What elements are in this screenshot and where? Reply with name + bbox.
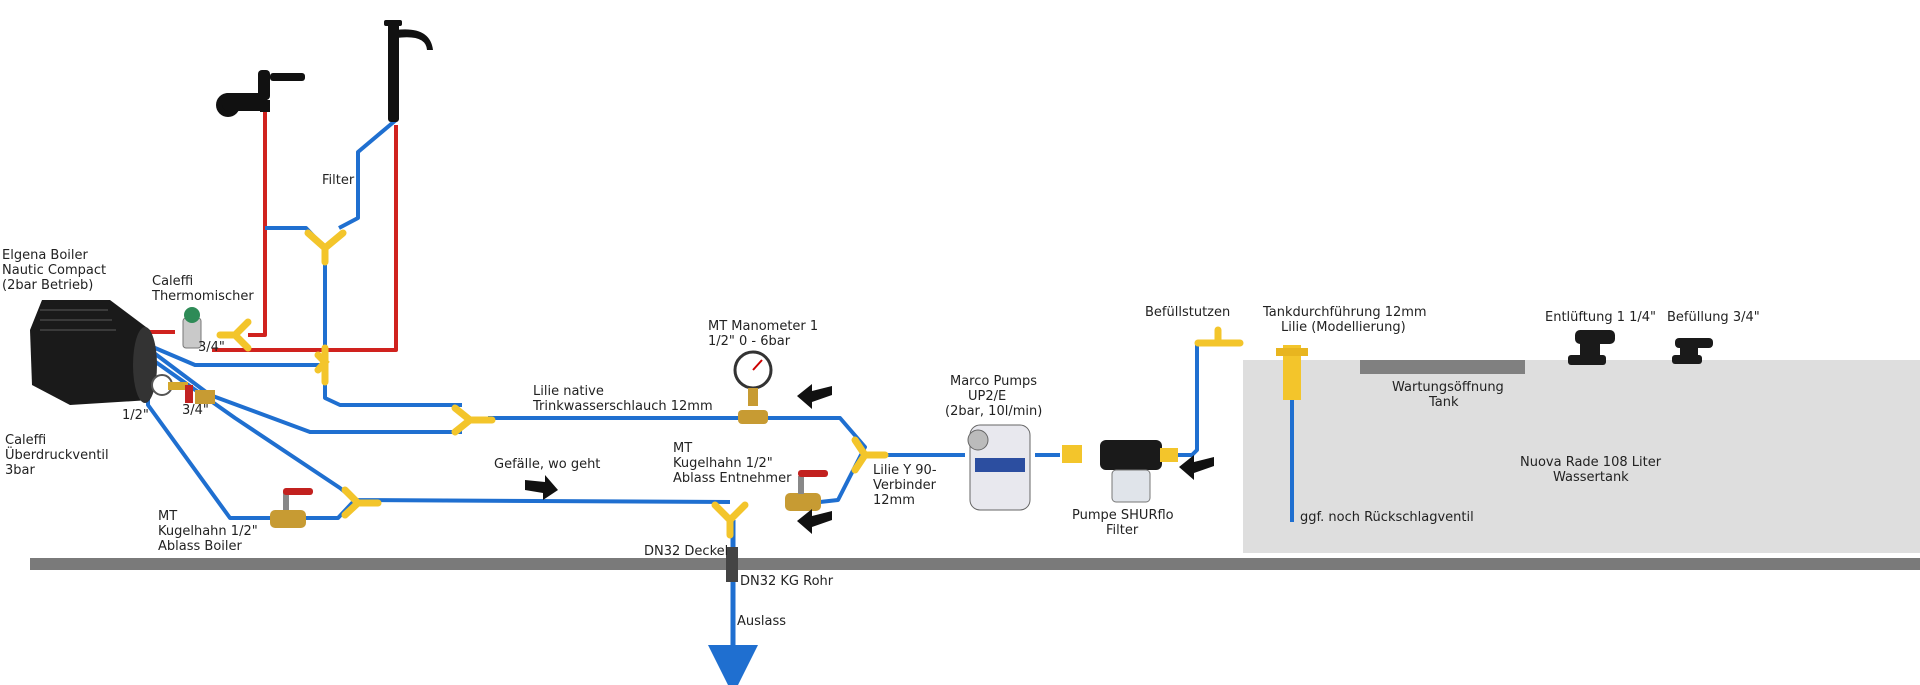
shurflo-filter-icon: [1062, 440, 1178, 503]
fill-label: Befüllung 3/4": [1667, 310, 1760, 325]
flow-arrow-icon: [797, 509, 832, 534]
y-fitting-mid: [341, 486, 382, 519]
shurflo-label: Filter: [1106, 523, 1139, 538]
tank-pass-through-label: Lilie (Modellierung): [1281, 320, 1406, 335]
dn32-pipe-label: DN32 KG Rohr: [740, 574, 834, 589]
relief-valve-label: 3bar: [5, 463, 35, 478]
cold-pipe-riser: [323, 245, 462, 407]
tank-label: Wassertank: [1553, 470, 1629, 485]
maintenance-hatch-label: Wartungsöffnung: [1392, 380, 1504, 395]
relief-valve-icon: [151, 374, 193, 403]
hose-label: Lilie native: [533, 384, 604, 399]
tank-pass-through-label: Tankdurchführung 12mm: [1262, 305, 1427, 320]
ball-valve-tap-label: Kugelhahn 1/2": [673, 456, 773, 471]
y-connector-label: Lilie Y 90-: [873, 463, 937, 478]
flow-arrow-icon: [525, 475, 558, 500]
hot-pipe-tap: [325, 125, 398, 352]
thermomixer-label: Thermomischer: [151, 289, 254, 304]
vent-label: Entlüftung 1 1/4": [1545, 310, 1656, 325]
tank-pass-through-icon: [1276, 345, 1308, 400]
fill-fitting-icon: [1672, 338, 1713, 364]
relief-valve-label: Überdruckventil: [5, 446, 109, 463]
dn32-lid-label: DN32 Deckel: [644, 544, 728, 559]
ball-valve-boiler-label: Ablass Boiler: [158, 539, 242, 554]
y-fitting-hose: [451, 404, 496, 436]
vent-fitting-icon: [1568, 330, 1615, 365]
shower-mixer-icon: [216, 70, 305, 117]
y-fitting-thermo: [216, 318, 252, 352]
slope-label: Gefälle, wo geht: [494, 457, 600, 472]
y-fitting-riser: [314, 344, 330, 386]
flow-arrow-icon: [797, 384, 832, 409]
hose-label: Trinkwasserschlauch 12mm: [532, 399, 713, 414]
ball-valve-tap-icon: [785, 470, 828, 511]
thermomixer-icon: [182, 307, 202, 349]
y-fitting-outlet: [711, 501, 749, 539]
y-fitting-filter: [304, 229, 347, 266]
ball-valve-tap-label: Ablass Entnehmer: [673, 471, 792, 486]
relief-valve-label: Caleffi: [5, 433, 46, 448]
ball-valve-boiler-label: Kugelhahn 1/2": [158, 524, 258, 539]
manometer-label: MT Manometer 1: [708, 319, 818, 334]
water-tank: [1243, 360, 1920, 553]
boiler-label: Nautic Compact: [2, 263, 106, 278]
pump-label: Marco Pumps: [950, 374, 1037, 389]
dn32-pipe-icon: [726, 547, 738, 582]
y-connector-label: Verbinder: [873, 478, 937, 493]
maintenance-hatch: [1360, 360, 1525, 374]
fitting-size-label: 3/4": [198, 340, 225, 355]
hot-pipe-shower: [150, 108, 267, 337]
fill-nozzle-label: Befüllstutzen: [1145, 305, 1230, 320]
pump-icon: [967, 424, 1031, 511]
flow-arrow-icon: [1179, 455, 1214, 480]
boiler-label: Elgena Boiler: [2, 248, 89, 263]
fitting-size-label: 1/2": [122, 408, 149, 423]
floor-bar: [30, 558, 1920, 570]
fill-nozzle-fitting: [1194, 326, 1244, 347]
manometer-label: 1/2" 0 - 6bar: [708, 334, 791, 349]
boiler-label: (2bar Betrieb): [2, 278, 93, 293]
maintenance-hatch-label: Tank: [1428, 395, 1459, 410]
ball-valve-boiler-label: MT: [158, 509, 177, 524]
manometer-icon: [733, 350, 773, 424]
y-connector-label: 12mm: [873, 493, 915, 508]
pump-label: (2bar, 10l/min): [945, 404, 1042, 419]
boiler-icon: [30, 300, 157, 405]
thermomixer-label: Caleffi: [152, 274, 193, 289]
fitting-size-label: 3/4": [182, 403, 209, 418]
check-valve-label: ggf. noch Rückschlagventil: [1300, 510, 1474, 525]
y-fitting-lilie: [851, 436, 889, 474]
outlet-label: Auslass: [737, 614, 786, 629]
cold-pipe-pump-feed: [870, 341, 1218, 457]
faucet-icon: [384, 20, 433, 122]
filter-label: Filter: [322, 173, 355, 188]
ball-valve-boiler-icon: [270, 488, 313, 528]
tank-label: Nuova Rade 108 Liter: [1520, 455, 1662, 470]
cold-pipe-filter-right: [338, 108, 398, 230]
cold-pipe-hose: [148, 348, 867, 504]
ball-valve-tap-label: MT: [673, 441, 692, 456]
shurflo-label: Pumpe SHURflo: [1072, 508, 1174, 523]
pump-label: UP2/E: [968, 389, 1006, 404]
cold-pipe-top-main: [147, 343, 325, 367]
brass-fitting-icon: [195, 390, 215, 404]
